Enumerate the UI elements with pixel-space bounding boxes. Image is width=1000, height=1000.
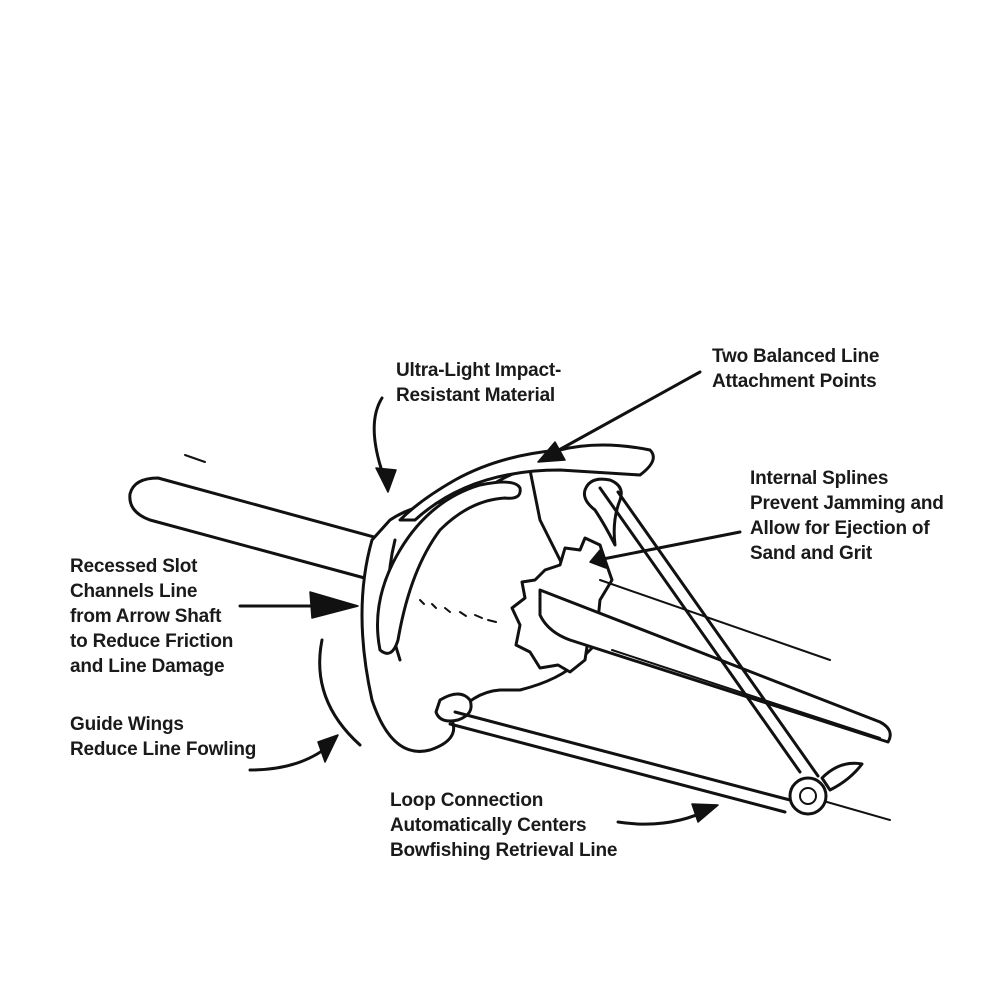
label-internal-splines-line-4: Sand and Grit (750, 543, 872, 564)
label-recessed-slot-line-4: to Reduce Friction (70, 631, 234, 652)
rear-arrow-shaft (128, 454, 386, 582)
label-recessed-slot: Recessed Slot Channels Line from Arrow S… (70, 554, 233, 679)
label-recessed-slot-line-3: from Arrow Shaft (70, 606, 222, 627)
label-guide-wings-line-1: Guide Wings (70, 714, 184, 735)
callout-arrow-two-balanced (537, 370, 702, 463)
label-internal-splines-line-3: Allow for Ejection of (750, 518, 930, 539)
callout-arrow-guide-wings (248, 638, 362, 772)
label-internal-splines: Internal Splines Prevent Jamming and All… (750, 466, 944, 566)
label-guide-wings-line-2: Reduce Line Fowling (70, 739, 257, 760)
callout-arrow-splines (589, 530, 742, 569)
label-ultra-light: Ultra-Light Impact- Resistant Material (396, 358, 561, 408)
label-recessed-slot-line-2: Channels Line (70, 581, 198, 602)
slide-body (360, 443, 655, 753)
label-recessed-slot-line-5: and Line Damage (70, 656, 225, 677)
label-recessed-slot-line-1: Recessed Slot (70, 556, 198, 577)
label-internal-splines-line-1: Internal Splines (750, 468, 889, 489)
label-ultra-light-line-2: Resistant Material (396, 385, 556, 406)
label-two-balanced: Two Balanced Line Attachment Points (712, 344, 879, 394)
label-ultra-light-line-1: Ultra-Light Impact- (396, 360, 562, 381)
label-internal-splines-line-2: Prevent Jamming and (750, 493, 944, 514)
label-loop-connection-line-3: Bowfishing Retrieval Line (390, 840, 618, 861)
label-loop-connection-line-1: Loop Connection (390, 790, 544, 811)
label-loop-connection: Loop Connection Automatically Centers Bo… (390, 788, 617, 863)
label-loop-connection-line-2: Automatically Centers (390, 815, 587, 836)
callout-arrow-ultra-light (372, 396, 397, 493)
label-two-balanced-line-1: Two Balanced Line (712, 346, 880, 367)
retrieval-line (448, 486, 891, 821)
callout-arrow-recessed-slot (238, 591, 359, 619)
label-two-balanced-line-2: Attachment Points (712, 371, 877, 392)
label-guide-wings: Guide Wings Reduce Line Fowling (70, 712, 256, 762)
callout-arrow-loop-connection (616, 803, 719, 826)
